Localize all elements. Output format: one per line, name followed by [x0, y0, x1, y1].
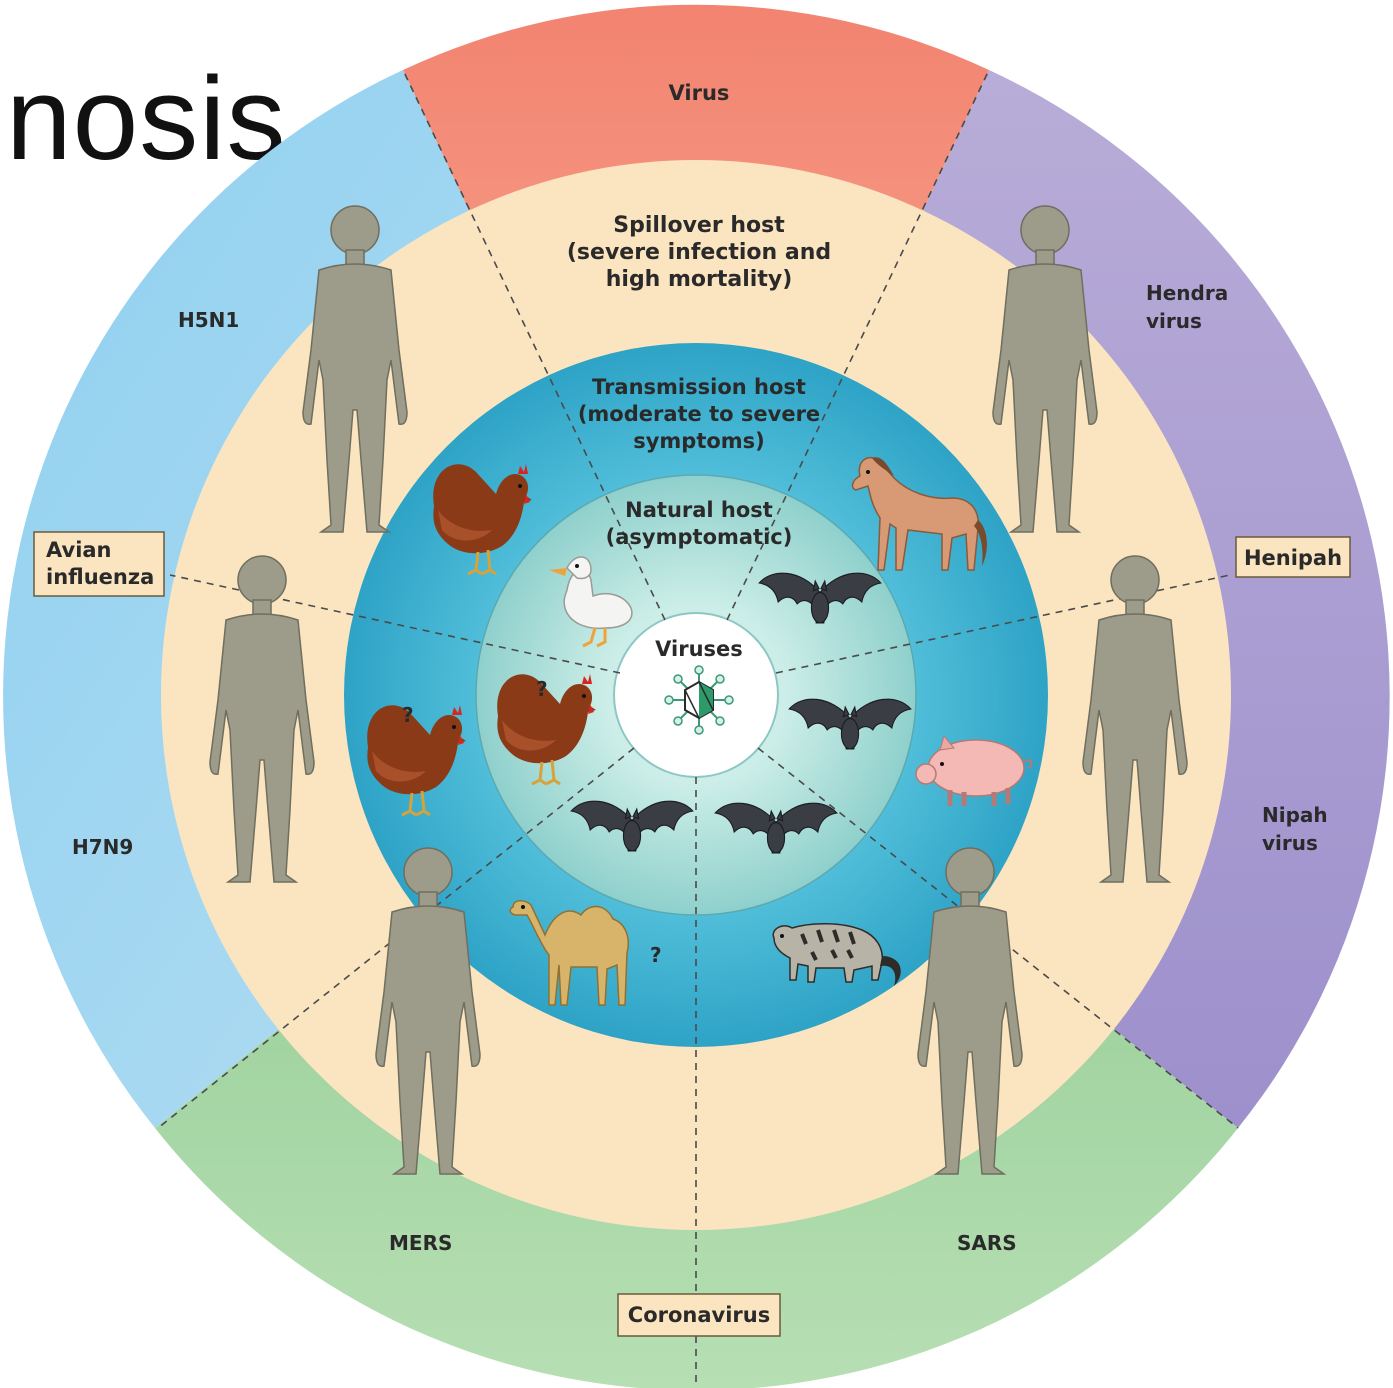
hendra-virus-label: Hendra — [1146, 281, 1228, 305]
mers-label: MERS — [389, 1231, 452, 1255]
uncertain-mark: ? — [402, 703, 414, 727]
uncertain-mark: ? — [650, 943, 662, 967]
transmission-host-label-line2: (moderate to severe — [578, 402, 820, 426]
sars-label: SARS — [957, 1231, 1017, 1255]
nipah-virus-label-line2: virus — [1262, 831, 1318, 855]
henipah-family-box: Henipah — [1236, 537, 1350, 577]
spillover-host-label-line2: (severe infection and — [567, 240, 831, 265]
nipah-virus-label: Nipah — [1262, 803, 1328, 827]
transmission-host-label-line3: symptoms) — [633, 429, 765, 453]
h5n1-label: H5N1 — [178, 308, 239, 332]
natural-host-label-line2: (asymptomatic) — [606, 525, 793, 549]
viruses-center-label: Viruses — [655, 637, 743, 661]
spillover-host-label: Spillover host — [613, 213, 785, 238]
virus-particle-icon — [665, 666, 733, 734]
avian-influenza-family-box: Avian influenza — [34, 532, 164, 596]
h7n9-label: H7N9 — [72, 835, 133, 859]
virus-header-label: Virus — [669, 81, 730, 105]
avian-influenza-label-line2: influenza — [46, 565, 154, 589]
spillover-host-label-line3: high mortality) — [606, 267, 793, 292]
avian-influenza-label: Avian — [46, 538, 112, 562]
uncertain-mark: ? — [536, 677, 548, 701]
coronavirus-family-box: Coronavirus — [618, 1294, 780, 1336]
natural-host-label: Natural host — [625, 498, 773, 522]
transmission-host-label: Transmission host — [592, 375, 806, 399]
hendra-virus-label-line2: virus — [1146, 309, 1202, 333]
coronavirus-label: Coronavirus — [628, 1303, 770, 1327]
henipah-label: Henipah — [1244, 546, 1342, 570]
